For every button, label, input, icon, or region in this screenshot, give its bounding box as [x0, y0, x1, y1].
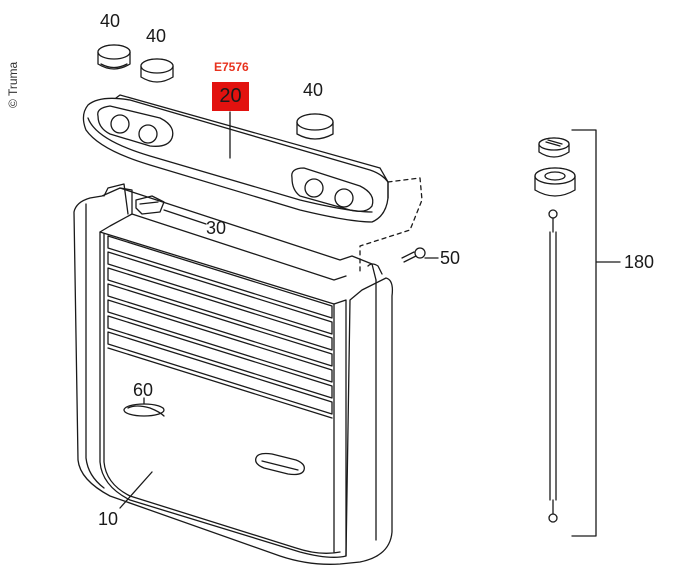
callout-cap-c[interactable]: 40 [303, 80, 324, 100]
callout-casing[interactable]: 10 [98, 509, 119, 529]
cap-40-a [97, 44, 131, 70]
top-cover-part [82, 94, 389, 223]
callout-cap-a[interactable]: 40 [100, 11, 121, 31]
callout-logo[interactable]: 60 [133, 380, 154, 400]
callout-panel[interactable]: 30 [206, 218, 227, 238]
copyright-notice: © Truma [6, 61, 20, 108]
callout-line-10 [119, 471, 153, 509]
bracket-180 [571, 129, 621, 537]
callout-screw[interactable]: 50 [440, 248, 461, 268]
highlighted-part-label[interactable]: 20 [212, 82, 249, 111]
product-code: E7576 [214, 60, 249, 74]
callout-cap-b[interactable]: 40 [146, 26, 167, 46]
main-casing [73, 183, 394, 565]
logo-badge-60 [123, 403, 165, 417]
callout-line-30 [163, 209, 207, 225]
screw-50 [401, 247, 426, 263]
cap-40-b [140, 58, 174, 83]
dashed-leader [359, 177, 423, 275]
callout-cable[interactable]: 180 [624, 252, 655, 272]
cable-assembly-180 [534, 137, 576, 523]
cap-40-c [296, 113, 334, 140]
clip-part-30 [135, 195, 165, 215]
